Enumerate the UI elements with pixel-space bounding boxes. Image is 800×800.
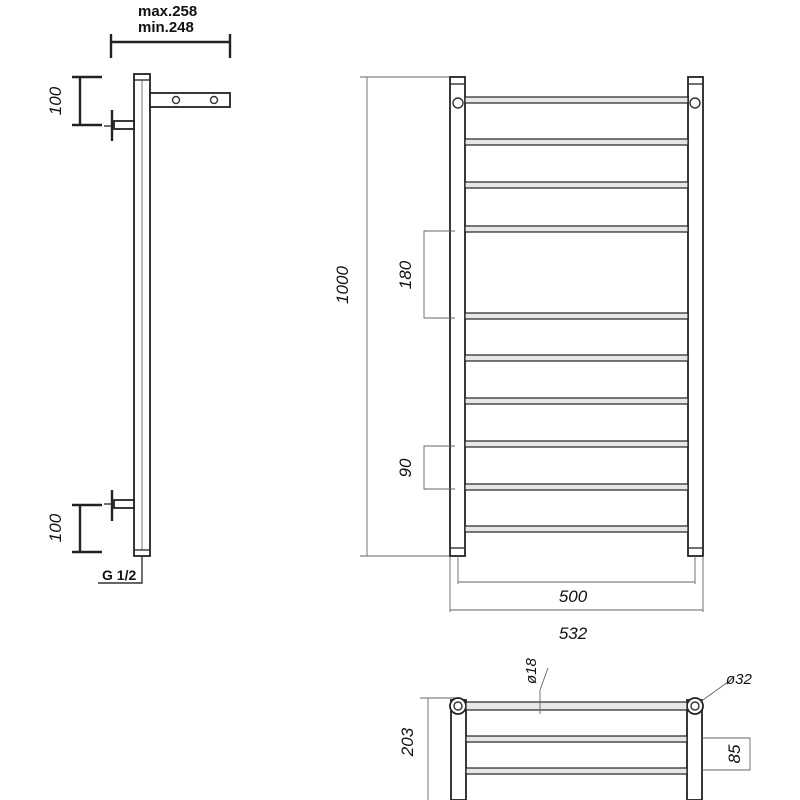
front-rung-2 [464,138,689,146]
thread-leader [98,556,143,584]
front-rung-1 [464,96,689,104]
front-rung-4 [464,225,689,233]
front-rung-7 [464,397,689,405]
depth-max-label: max.258 [138,3,197,20]
depth-min-label: min.248 [138,19,194,36]
top-post-left-inner [453,701,463,711]
side-wall-connector-top [104,110,135,141]
front-rung-5 [464,312,689,320]
spacing-large-label: 180 [396,260,415,289]
top-post-left [450,699,467,800]
front-post-right-mount [689,97,701,109]
depth-label: 203 [398,727,417,757]
side-arm-bolt-1 [171,95,181,105]
top-post-right-round [686,697,704,715]
front-rung-8 [464,440,689,448]
outer-width-label: 532 [559,624,588,643]
front-rung-6 [464,354,689,362]
front-post-left [449,76,466,557]
front-rung-9 [464,483,689,491]
spacing-small-bracket [423,445,455,490]
top-bar-2 [465,735,688,743]
spacing-large-bracket [423,230,455,319]
side-arm-bolt-2 [209,95,219,105]
thread-label: G 1/2 [102,567,136,583]
side-wall-connector-bottom [104,490,135,521]
front-rungs [464,96,689,533]
post-diameter-label: ø32 [726,671,753,688]
front-rung-10 [464,525,689,533]
top-post-left-round [449,697,467,715]
inner-width-label: 500 [559,587,588,606]
rung-diameter-leader [539,667,549,714]
front-post-right [687,76,704,557]
side-view: max.258 min.248 100 100 [46,3,232,584]
top-post-right [686,699,703,800]
side-top-arm [149,92,231,108]
spacing-small-label: 90 [396,458,415,477]
height-label: 1000 [333,266,352,304]
shelf-spacing-label: 85 [725,744,744,763]
top-view: 203 ø18 ø32 85 [398,657,753,800]
bottom-offset-label: 100 [46,513,65,542]
top-bar-3 [465,767,688,775]
front-view: 1000 180 90 500 532 [333,76,704,643]
top-post-right-inner [690,701,700,711]
shelf-spacing-bracket [702,737,751,771]
rung-diameter-label: ø18 [523,657,540,684]
post-diameter-leader [699,681,729,703]
top-offset-label: 100 [46,86,65,115]
front-rung-3 [464,181,689,189]
front-post-left-mount [452,97,464,109]
top-bar-1 [465,701,688,711]
